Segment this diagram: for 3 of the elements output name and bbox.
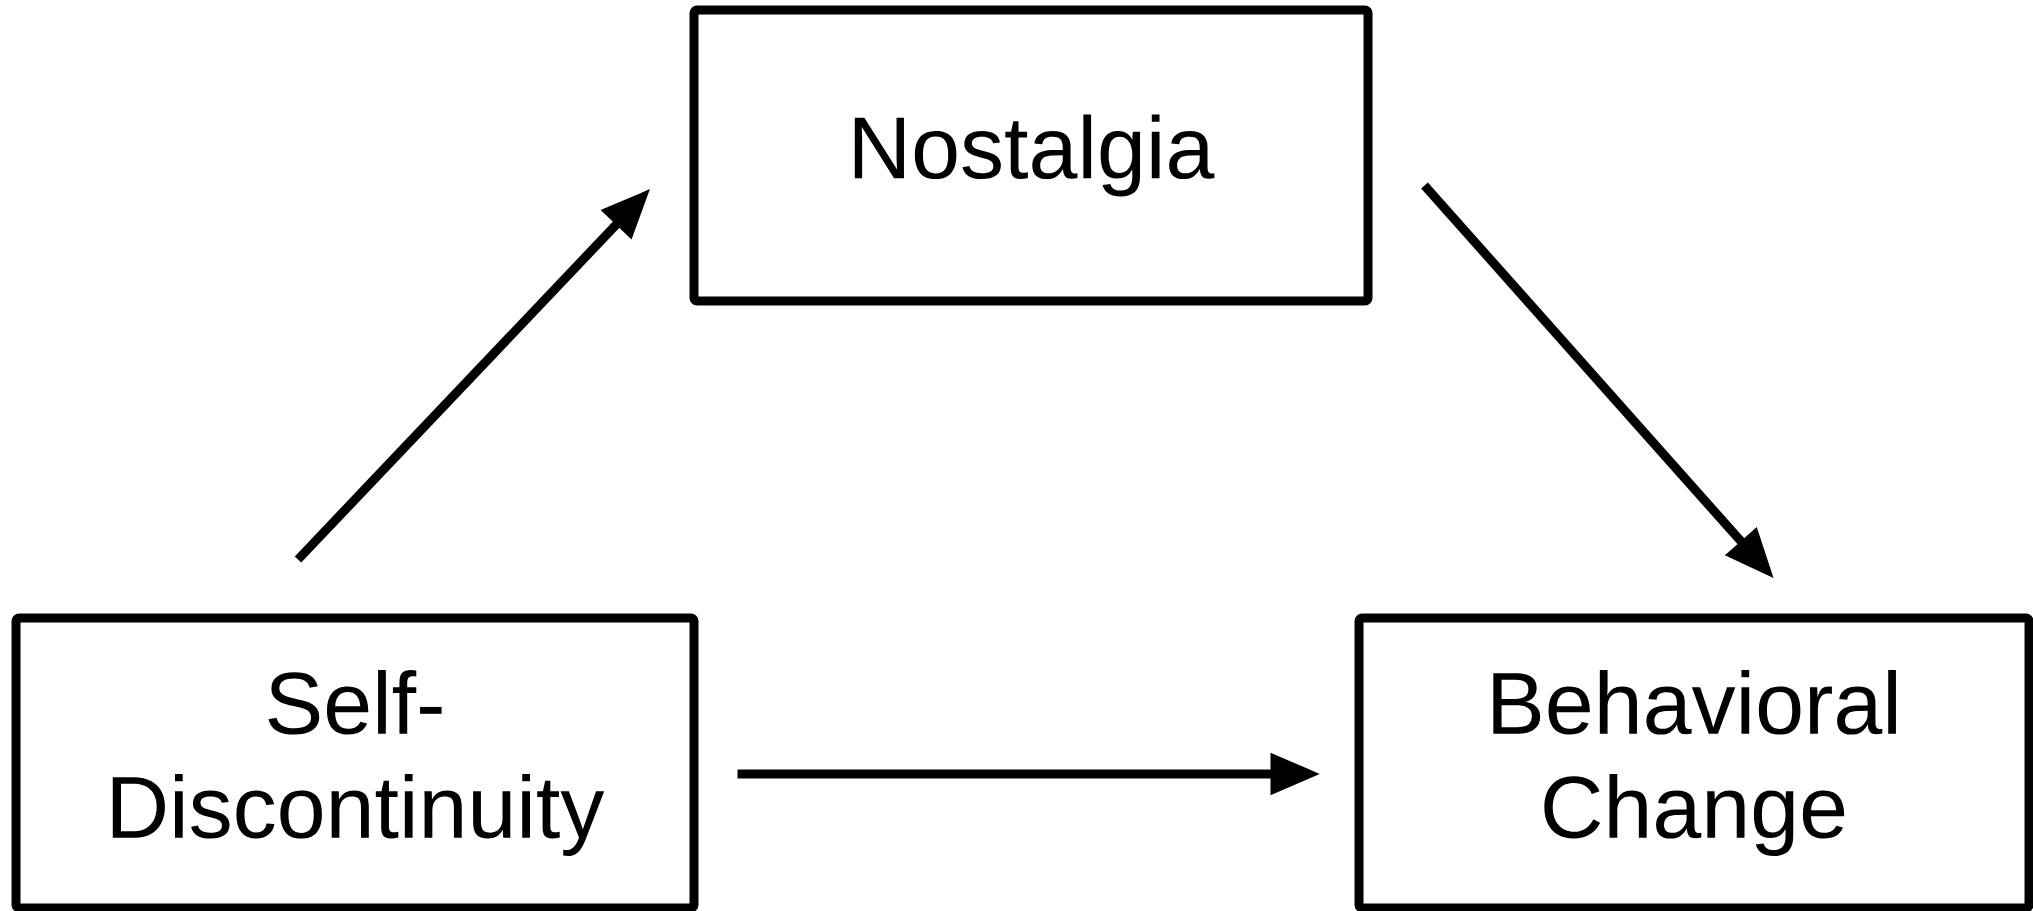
concept-box: Self- Discontinuity bbox=[11, 613, 699, 911]
concept-box: Behavioral Change bbox=[1354, 613, 2033, 911]
concept-box: Nostalgia bbox=[689, 5, 1373, 306]
